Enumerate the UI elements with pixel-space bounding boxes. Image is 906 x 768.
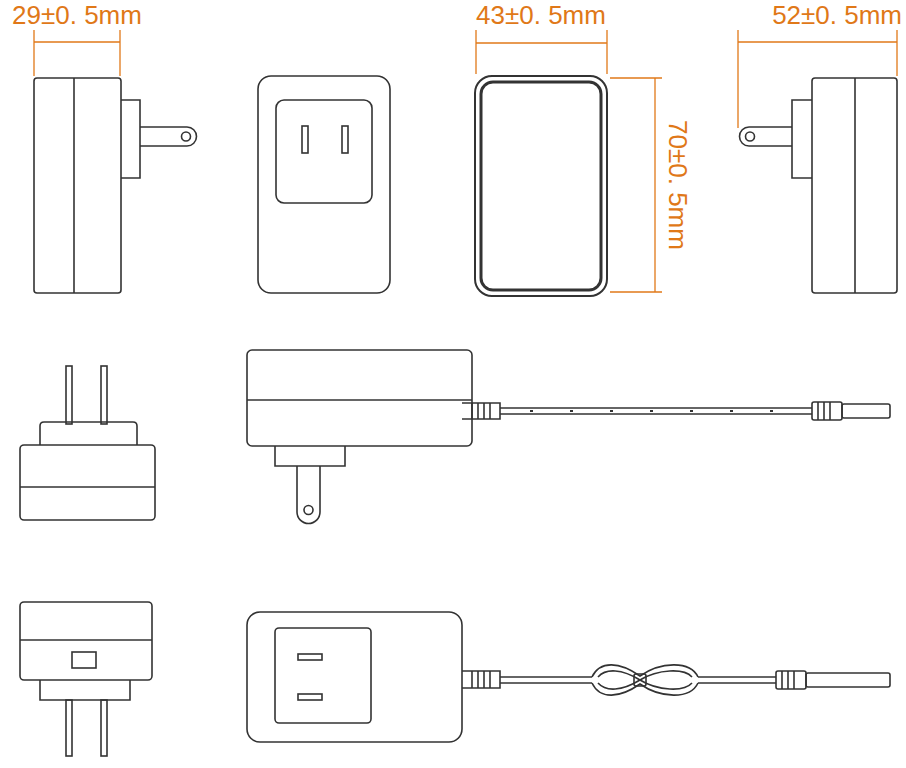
dimension-label: 52±0. 5mm bbox=[772, 2, 902, 28]
dimension-lines bbox=[34, 30, 897, 292]
dimension-label: 70±0. 5mm bbox=[665, 120, 691, 250]
dimension-label: 43±0. 5mm bbox=[476, 2, 606, 28]
dimension-label: 29±0. 5mm bbox=[12, 2, 142, 28]
